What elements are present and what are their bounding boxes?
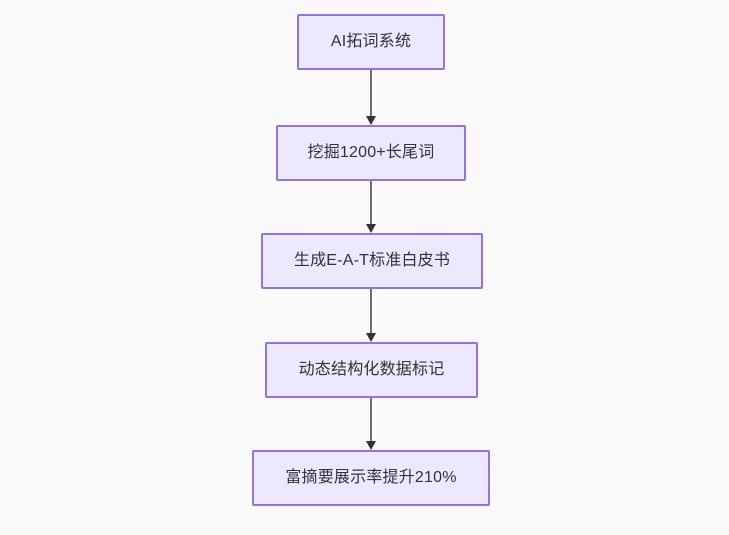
flowchart-node-4-label: 动态结构化数据标记 xyxy=(298,361,445,378)
flowchart-node-1[interactable]: AI拓词系统 xyxy=(297,14,445,70)
connector-line xyxy=(370,70,372,116)
flowchart-node-3[interactable]: 生成E-A-T标准白皮书 xyxy=(261,233,483,289)
flowchart-node-2[interactable]: 挖掘1200+长尾词 xyxy=(276,125,466,181)
arrowhead-icon xyxy=(366,333,376,342)
connector-line xyxy=(370,289,372,333)
connector-line xyxy=(370,398,372,441)
arrowhead-icon xyxy=(366,116,376,125)
flowchart-node-2-label: 挖掘1200+长尾词 xyxy=(307,144,435,161)
flowchart-node-4[interactable]: 动态结构化数据标记 xyxy=(265,342,478,398)
arrowhead-icon xyxy=(366,224,376,233)
flowchart-node-1-label: AI拓词系统 xyxy=(330,33,412,50)
flowchart-node-5[interactable]: 富摘要展示率提升210% xyxy=(252,450,490,506)
flowchart-node-3-label: 生成E-A-T标准白皮书 xyxy=(293,252,451,269)
arrowhead-icon xyxy=(366,441,376,450)
flowchart-node-5-label: 富摘要展示率提升210% xyxy=(285,469,457,486)
connector-line xyxy=(370,181,372,224)
